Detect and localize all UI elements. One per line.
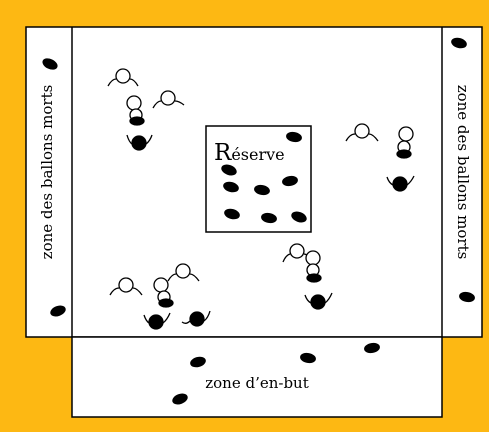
player-icon: [345, 123, 379, 142]
ball-icon: [286, 131, 302, 143]
player-icon: [152, 90, 185, 109]
dead-ball-zone-right-label: zone des ballons morts: [454, 85, 472, 260]
player-icon: [126, 134, 153, 151]
ball-icon: [223, 181, 239, 193]
ball-icon: [50, 305, 66, 317]
ball-icon: [254, 184, 270, 196]
ball-icon: [291, 211, 307, 223]
player-icon: [126, 95, 145, 126]
dead-ball-zone-left-label: zone des ballons morts: [38, 85, 56, 260]
ball-icon: [451, 37, 467, 49]
player-icon: [181, 310, 211, 327]
reserve-label: Réserve: [214, 140, 285, 166]
player-icon: [167, 263, 200, 282]
ball-icon: [172, 393, 188, 405]
reserve-label-rest: éserve: [231, 145, 284, 164]
player-icon: [304, 292, 333, 310]
ball-icon: [190, 356, 206, 368]
in-goal-zone-label: zone d’en-but: [205, 374, 309, 392]
in-goal-zone: [71, 336, 443, 418]
ball-icon: [300, 352, 316, 364]
player-icon: [396, 126, 414, 159]
ball-icon: [221, 164, 237, 176]
player-icon: [143, 312, 171, 330]
player-icon: [386, 175, 415, 192]
player-icon: [305, 250, 322, 283]
ball-icon: [459, 291, 475, 303]
ball-icon: [261, 212, 277, 224]
ball-icon: [282, 175, 298, 187]
reserve-label-initial: R: [214, 140, 232, 166]
ball-icon: [224, 208, 240, 220]
player-icon: [107, 68, 139, 87]
ball-icon: [42, 58, 58, 70]
ball-icon: [364, 342, 380, 354]
player-icon: [153, 277, 174, 308]
player-icon: [109, 277, 143, 296]
